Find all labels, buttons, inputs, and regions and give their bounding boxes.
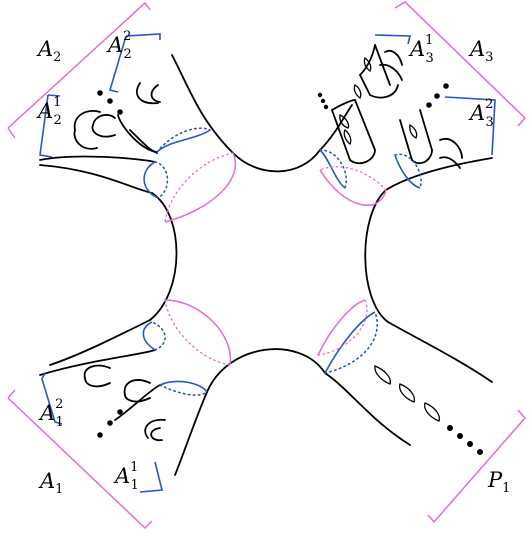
bracket-A1-2: [41, 372, 63, 425]
central-surface: [149, 149, 389, 393]
bracket-A1-1: [139, 461, 164, 493]
bracket-A3-1: [374, 34, 412, 45]
label-A2: A2: [36, 37, 61, 65]
bracket-A1: [7, 389, 16, 399]
arm-A1: [39, 299, 232, 476]
arm-P1: [317, 299, 493, 455]
arm-A3: [317, 44, 493, 206]
label-A1: A1: [38, 469, 63, 497]
bracket-P1: [427, 409, 526, 524]
label-A3: A3: [468, 37, 493, 65]
bracket-A2-1: [39, 94, 53, 158]
arm-A2: [39, 54, 237, 223]
label-P1: P1: [487, 468, 510, 496]
pink-brackets: [7, 1, 527, 530]
bracket-A3: [394, 1, 527, 127]
blue-brackets: [39, 33, 496, 493]
bracket-A3-2: [444, 96, 496, 156]
bracket-A2: [7, 1, 151, 129]
bracket-A2-2: [125, 33, 161, 40]
